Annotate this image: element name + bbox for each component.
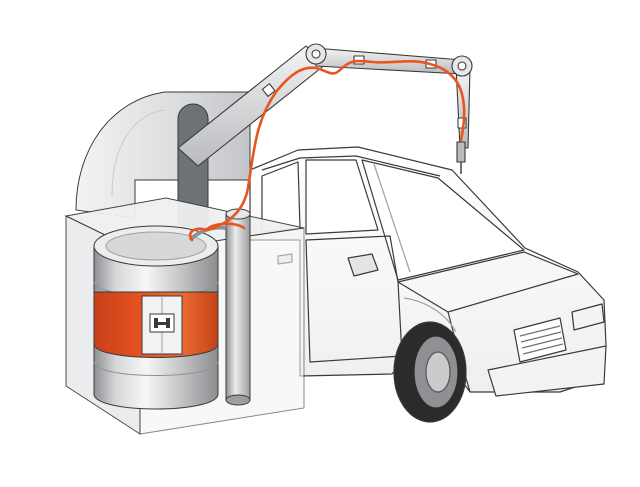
door-window bbox=[305, 159, 379, 235]
pump-post bbox=[188, 208, 251, 406]
pickup-truck bbox=[249, 146, 607, 423]
side-mirror bbox=[347, 253, 379, 277]
front-bumper bbox=[487, 345, 607, 397]
hood bbox=[397, 251, 579, 313]
material-drum bbox=[93, 225, 219, 410]
cab-door bbox=[305, 235, 403, 363]
dispense-nozzle[interactable] bbox=[456, 141, 466, 163]
heated-hose bbox=[188, 59, 466, 242]
h-logo-icon bbox=[149, 313, 175, 333]
headlight bbox=[571, 303, 605, 331]
grille bbox=[513, 317, 567, 363]
